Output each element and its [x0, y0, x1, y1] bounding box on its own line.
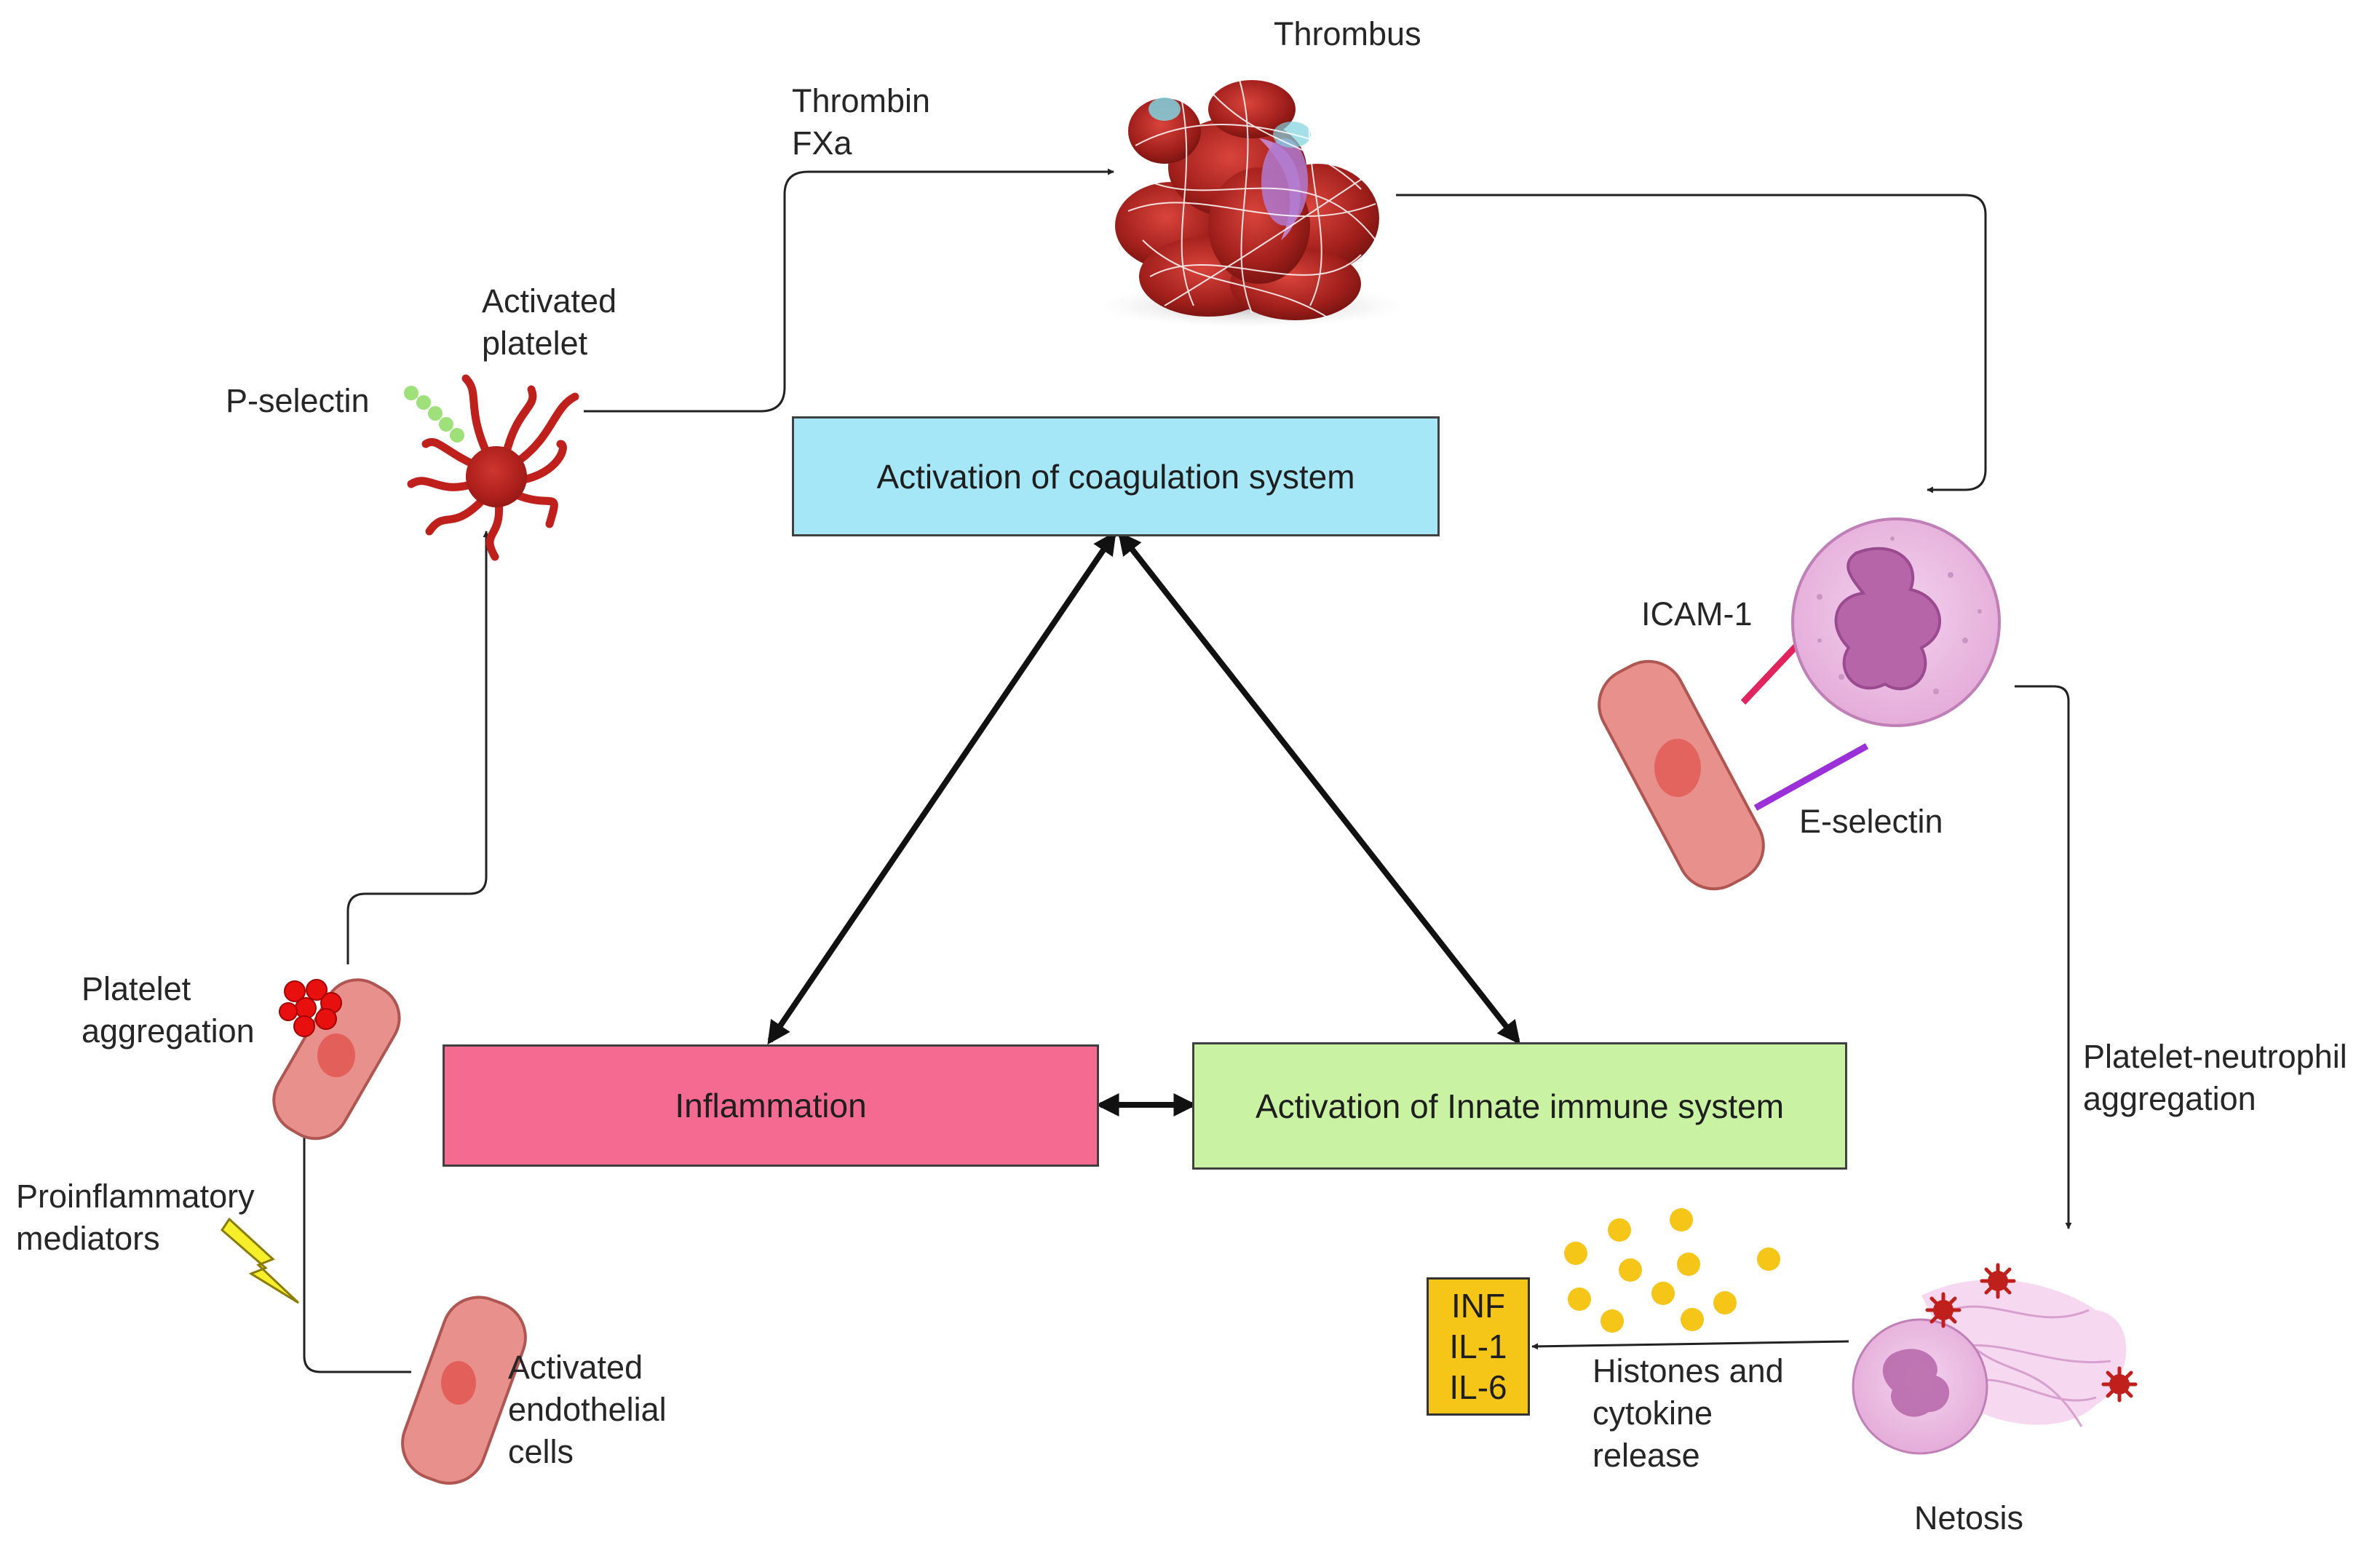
arrow-netosis-to-cytokines: [1531, 1340, 1849, 1350]
cytokine-il6: IL-6: [1449, 1368, 1507, 1406]
netosis-label: Netosis: [1914, 1499, 2024, 1536]
activated-platelet-label: Activated platelet: [482, 282, 617, 362]
netosis-illustration: [1852, 1263, 2138, 1455]
arrow-coagulation-innate: [1118, 531, 1520, 1045]
cytokine-inf: INF: [1451, 1287, 1506, 1325]
arrow-coagulation-inflammation: [767, 531, 1116, 1045]
cytokine-box: INF IL-1 IL-6: [1427, 1277, 1530, 1416]
thrombus-illustration: [1099, 72, 1405, 328]
platelet-neutrophil-label: Platelet-neutrophil aggregation: [2083, 1038, 2347, 1117]
arrow-neutrophil-to-netosis: [2015, 685, 2072, 1229]
endothelial-neutrophil-illustration: [1598, 517, 2001, 891]
coagulation-box-label: Activation of coagulation system: [876, 457, 1355, 496]
proinflammatory-label: Proinflammatory mediators: [16, 1178, 255, 1257]
icam1-label: ICAM-1: [1641, 595, 1753, 632]
thrombin-fxa-label: Thrombin FXa: [792, 82, 931, 162]
arrow-thrombus-to-neutrophil: [1396, 194, 1987, 493]
arrow-platelet-to-thrombus: [584, 168, 1114, 413]
histones-label: Histones and cytokine release: [1592, 1352, 1784, 1474]
innate-immune-box: Activation of Innate immune system: [1192, 1042, 1847, 1170]
innate-immune-box-label: Activation of Innate immune system: [1255, 1087, 1785, 1125]
e-selectin-label: E-selectin: [1799, 803, 1943, 840]
arrow-endothelial-to-platelet-aggregation: [301, 1124, 411, 1373]
cytokine-granules: [1564, 1208, 1780, 1333]
platelet-aggregation-illustration: [272, 978, 401, 1141]
platelet-aggregation-label: Platelet aggregation: [82, 970, 255, 1050]
activated-platelet-illustration: [404, 374, 579, 561]
arrow-aggregation-to-activated-platelet: [346, 531, 490, 964]
thrombus-label: Thrombus: [1274, 15, 1421, 52]
cytokine-il1: IL-1: [1449, 1328, 1507, 1365]
activated-endothelial-illustration: [401, 1296, 527, 1485]
lightning-bolt-icon: [221, 1217, 300, 1304]
inflammation-box-label: Inflammation: [675, 1087, 867, 1124]
coagulation-box: Activation of coagulation system: [792, 416, 1440, 536]
inflammation-box: Inflammation: [443, 1044, 1099, 1167]
activated-endothelial-label: Activated endothelial cells: [508, 1349, 667, 1470]
p-selectin-label: P-selectin: [226, 382, 370, 419]
